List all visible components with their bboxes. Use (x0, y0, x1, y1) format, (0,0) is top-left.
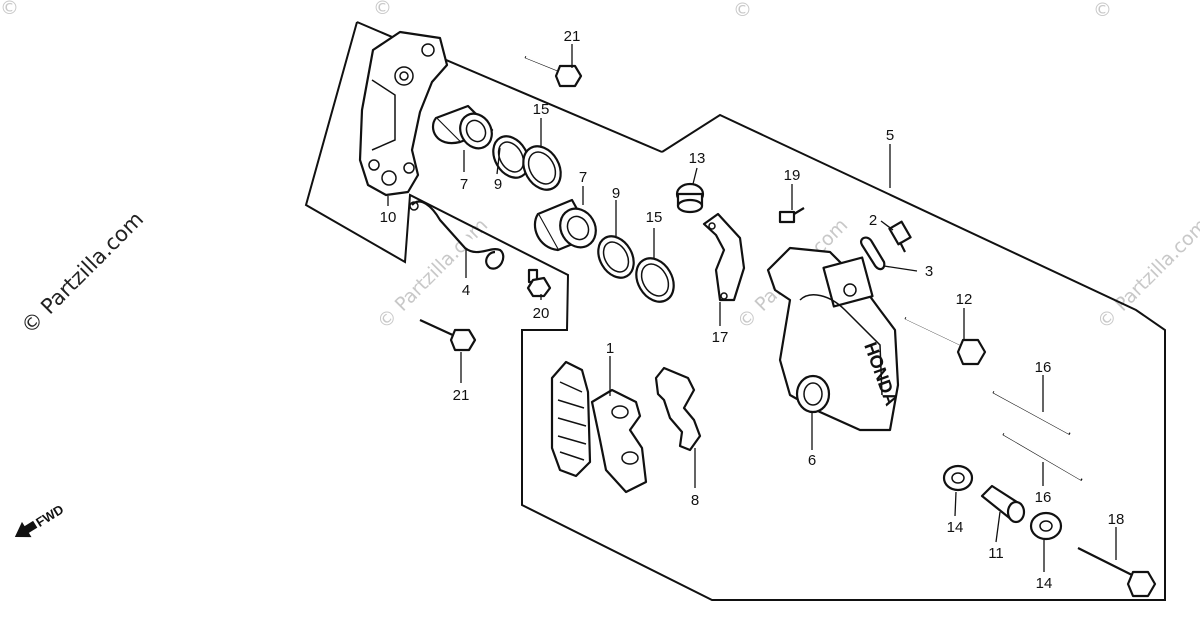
callout-14-lower: 14 (1036, 575, 1053, 592)
callout-8: 8 (691, 492, 699, 509)
pin-part-12 (904, 316, 987, 366)
watermark-left: © Partzilla.com (17, 207, 149, 339)
watermark-top-3: © (733, 0, 752, 21)
fwd-label: FWD (33, 502, 66, 530)
callout-7-upper: 7 (460, 176, 468, 193)
callout-19: 19 (784, 167, 801, 184)
pad-part-1-left (550, 360, 592, 478)
bleeder-part-20 (526, 268, 552, 298)
piston-part-7-lower (533, 198, 597, 252)
bracket-part-10 (358, 30, 449, 197)
watermark-mid-1: © Partzilla.com (373, 214, 492, 333)
callout-21-upper: 21 (564, 28, 581, 45)
callout-labels: 21 5 13 19 2 3 15 9 7 7 9 15 10 4 20 17 … (380, 28, 1125, 592)
callout-15-upper: 15 (533, 101, 550, 118)
callout-17: 17 (712, 329, 729, 346)
spring-part-4 (409, 200, 505, 270)
assembly-outlines (304, 21, 1166, 601)
fwd-arrow: FWD (14, 502, 66, 538)
callout-9-upper: 9 (494, 176, 502, 193)
watermark-top-4: © (1093, 0, 1112, 21)
callout-16-upper: 16 (1035, 359, 1052, 376)
callout-21-lower: 21 (453, 387, 470, 404)
seal-part-9-lower (597, 235, 635, 279)
bolt-part-18 (1077, 547, 1157, 598)
callout-2: 2 (869, 212, 877, 229)
clip-part-3 (860, 236, 886, 271)
callout-3: 3 (925, 263, 933, 280)
cap-part-13 (675, 182, 705, 214)
callout-12: 12 (956, 291, 973, 308)
retainer-part-17 (702, 212, 746, 302)
piston-part-7-upper (431, 104, 494, 150)
callout-11: 11 (988, 545, 1004, 562)
pad-part-1-right (590, 388, 648, 494)
dust-seal-part-15-upper (522, 145, 562, 191)
callout-14-upper: 14 (947, 519, 964, 536)
watermark-top-2: © (373, 0, 392, 19)
callout-9-lower: 9 (612, 185, 620, 202)
collar-part-11 (980, 484, 1026, 524)
outline-upper (304, 21, 1166, 601)
bushing-part-14-lower (1029, 511, 1063, 541)
callout-15-lower: 15 (646, 209, 663, 226)
watermark-top-1: © (0, 0, 19, 19)
callout-5: 5 (886, 127, 894, 144)
callout-6: 6 (808, 452, 816, 469)
leader-lines (387, 44, 1117, 572)
shim-part-8 (654, 366, 702, 452)
callout-7-lower: 7 (579, 169, 587, 186)
callout-10: 10 (380, 209, 397, 226)
callout-13: 13 (689, 150, 706, 167)
bolt-part-21-lower (419, 319, 477, 352)
watermark-mid-3: © Partzilla.com (1093, 214, 1200, 333)
callout-18: 18 (1108, 511, 1125, 528)
watermark-layer: © © © © © Partzilla.com © Partzilla.com … (0, 0, 1200, 339)
fwd-arrow-icon (14, 520, 38, 538)
seal-part-9-upper (492, 135, 530, 179)
caliper-body-part-6: HONDA (766, 246, 902, 432)
callout-16-lower: 16 (1035, 489, 1052, 506)
dust-seal-part-15-lower (635, 257, 675, 303)
bleed-screw-part-2 (888, 220, 912, 253)
screw-part-19 (778, 207, 805, 224)
callout-20: 20 (533, 305, 550, 322)
pad-pin-part-16-upper (992, 391, 1071, 435)
callout-4: 4 (462, 282, 470, 299)
pad-pin-part-16-lower (1002, 433, 1083, 481)
bolt-part-21-upper (524, 55, 583, 88)
bushing-part-14-upper (942, 464, 974, 492)
callout-1: 1 (606, 340, 614, 357)
